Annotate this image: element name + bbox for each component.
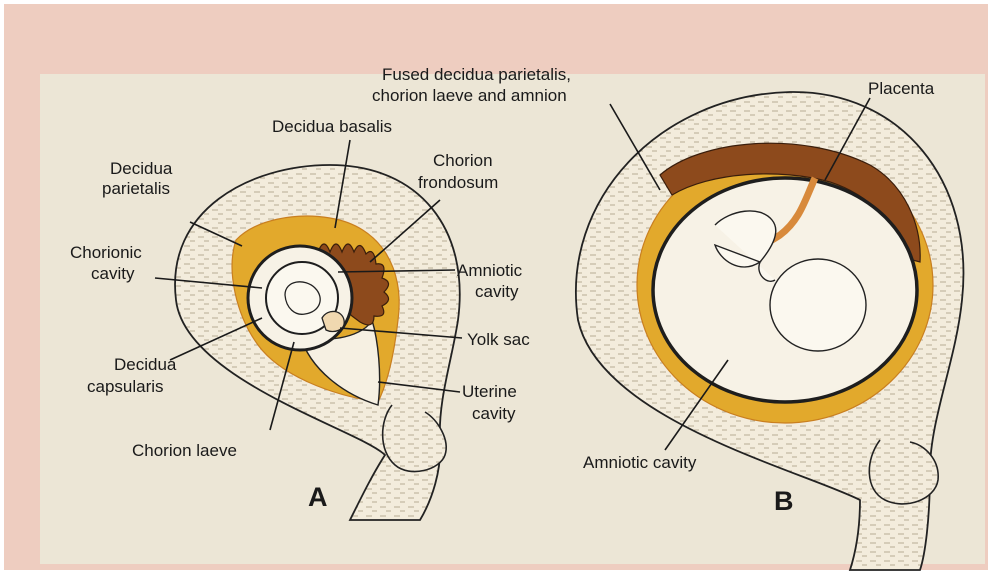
label-chorion-frondosum-2: frondosum bbox=[418, 173, 498, 192]
label-yolk-sac: Yolk sac bbox=[467, 330, 530, 349]
label-uterine-cavity-2: cavity bbox=[472, 404, 516, 423]
label-uterine-cavity-1: Uterine bbox=[462, 382, 517, 401]
label-decidua-capsularis-2: capsularis bbox=[87, 377, 164, 396]
label-chorionic-cavity-1: Chorionic bbox=[70, 243, 142, 262]
label-amniotic-cavity-a-1: Amniotic bbox=[457, 261, 523, 280]
label-amniotic-cavity-a-2: cavity bbox=[475, 282, 519, 301]
panel-letter-a: A bbox=[308, 482, 328, 512]
panel-letter-b: B bbox=[774, 486, 794, 516]
label-chorion-laeve: Chorion laeve bbox=[132, 441, 237, 460]
label-amniotic-cavity-b: Amniotic cavity bbox=[583, 453, 697, 472]
label-placenta: Placenta bbox=[868, 79, 935, 98]
label-fused-1: Fused decidua parietalis, bbox=[382, 65, 571, 84]
label-chorionic-cavity-2: cavity bbox=[91, 264, 135, 283]
label-decidua-parietalis-2: parietalis bbox=[102, 179, 170, 198]
label-chorion-frondosum-1: Chorion bbox=[433, 151, 493, 170]
label-fused-2: chorion laeve and amnion bbox=[372, 86, 567, 105]
label-decidua-capsularis-1: Decidua bbox=[114, 355, 177, 374]
label-decidua-basalis: Decidua basalis bbox=[272, 117, 392, 136]
fetus-body bbox=[770, 259, 866, 351]
label-decidua-parietalis-1: Decidua bbox=[110, 159, 173, 178]
